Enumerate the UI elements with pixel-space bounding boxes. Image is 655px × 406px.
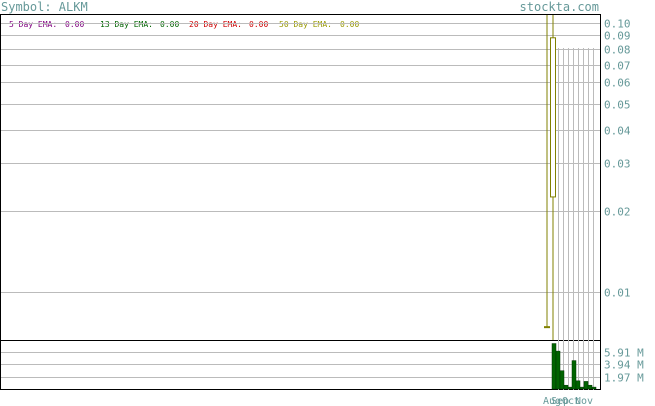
price-tick-label: 0.03 <box>604 158 631 171</box>
price-gridlines <box>1 23 600 293</box>
x-tick-label: Sep <box>551 396 569 406</box>
price-tick-label: 0.07 <box>604 60 631 73</box>
price-tick-label: 0.06 <box>604 77 631 90</box>
volume-bar <box>583 381 589 390</box>
ema-20-label: 20 Day EMA: <box>189 20 242 29</box>
ema-legend: 5 Day EMA: 0.00 13 Day EMA: 0.00 20 Day … <box>9 20 359 29</box>
volume-bar <box>579 386 585 390</box>
volume-axis: 5.91 M3.94 M1.97 M <box>604 347 644 385</box>
volume-panel-frame <box>0 340 601 390</box>
ema-5-value: 0.00 <box>65 20 84 29</box>
symbol-title: Symbol: ALKM <box>1 0 88 14</box>
price-tick-label: 0.02 <box>604 206 631 219</box>
candles <box>544 15 556 340</box>
ema-13-value: 0.00 <box>160 20 179 29</box>
volume-tick-label: 1.97 M <box>604 372 644 385</box>
volume-gridlines <box>1 352 600 378</box>
volume-bars <box>551 343 597 390</box>
x-tick-label: Nov <box>575 396 593 406</box>
site-name: stockta.com <box>520 0 599 14</box>
x-tick-label: Oct <box>562 396 580 406</box>
ema-13-label: 13 Day EMA: <box>100 20 153 29</box>
price-panel-frame <box>0 14 601 341</box>
volume-bar <box>567 386 573 390</box>
price-axis: 0.100.090.08 0.07 0.06 0.05 0.04 0.03 0.02 0.01 <box>604 18 631 300</box>
volume-bar <box>563 384 569 390</box>
ema-50-value: 0.00 <box>340 20 359 29</box>
vertical-gridlines <box>558 48 594 390</box>
ema-20-value: 0.00 <box>249 20 268 29</box>
price-tick-label: 0.01 <box>604 287 631 300</box>
price-tick-label: 0.08 <box>604 44 631 57</box>
price-tick-label: 0.05 <box>604 99 631 112</box>
price-tick-label: 0.09 <box>604 30 631 43</box>
volume-bar <box>575 380 581 390</box>
price-tick-label: 0.04 <box>604 125 631 138</box>
volume-bar <box>591 386 597 390</box>
ema-5-label: 5 Day EMA: <box>9 20 57 29</box>
volume-bar <box>571 360 577 390</box>
candle-body <box>544 326 550 329</box>
volume-tick-label: 5.91 M <box>604 347 644 360</box>
price-tick-label: 0.10 <box>604 18 631 31</box>
volume-bar <box>555 350 561 390</box>
volume-bar <box>587 384 593 390</box>
volume-bar <box>551 343 557 390</box>
volume-tick-label: 3.94 M <box>604 359 644 372</box>
ema-50-label: 50 Day EMA: <box>279 20 332 29</box>
volume-bar <box>559 370 565 390</box>
x-tick-label: Aug <box>543 396 561 406</box>
candle-body <box>550 37 556 198</box>
